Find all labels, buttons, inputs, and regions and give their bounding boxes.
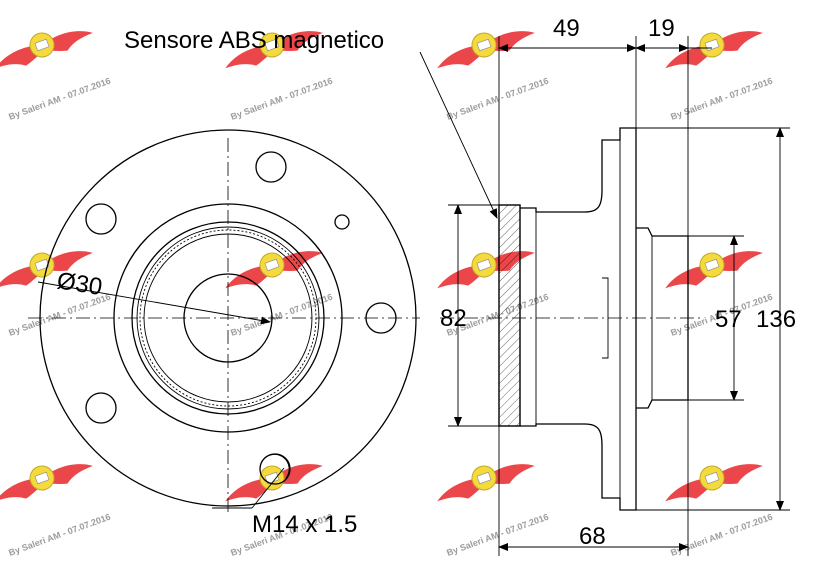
dim-57-label: 57 [715,306,742,333]
dim-136-label: 136 [756,306,796,333]
bolt-hole [85,203,117,235]
bolt-hole [85,392,117,424]
dim-19-label: 19 [648,15,675,42]
watermark-logo [658,448,767,510]
watermark-logo [0,448,97,510]
watermark-layer: By Saleri AM - 07.07.2016 By Saleri AM -… [0,15,774,558]
watermark-text: By Saleri AM - 07.07.2016 [669,512,774,558]
thread-leader [251,467,285,509]
flange-outer-circle [39,129,417,507]
watermark-logo [430,15,539,77]
dim-68-label: 68 [579,523,606,550]
watermark-text: By Saleri AM - 07.07.2016 [7,76,112,122]
watermark-logo [218,448,327,510]
housing-outer-circle [113,203,343,433]
bore-profile [602,277,609,359]
diameter-leader [37,281,271,325]
pilot-profile [636,227,689,409]
watermark-text: By Saleri AM - 07.07.2016 [229,76,334,122]
watermark-text: By Saleri AM - 07.07.2016 [7,512,112,558]
thread-label: M14 x 1.5 [252,511,357,538]
abs-ring-inner [143,233,313,403]
watermark-logo [658,235,767,297]
dim-49-label: 49 [553,15,580,42]
side-view [440,127,700,511]
pin-hole [334,214,350,230]
dim-82-label: 82 [440,305,467,332]
bolt-hole [255,151,287,183]
abs-ring-outer [136,226,320,410]
hub-body-profile [520,127,637,511]
abs-sensor-label: Sensore ABS magnetico [124,27,384,54]
watermark-logo [430,448,539,510]
watermark-logo [658,15,767,77]
housing-ring-outer [131,221,325,415]
watermark-text: By Saleri AM - 07.07.2016 [445,76,550,122]
bolt-hole [365,302,397,334]
watermark-text: By Saleri AM - 07.07.2016 [669,76,774,122]
center-bore-circle [183,273,273,363]
abs-sensor-ring [498,204,521,427]
abs-sensor-leader [419,51,498,219]
front-view: Ø30 M14 x 1.5 [28,129,420,538]
dimensions: 49 19 82 57 136 68 Sensore ABS magnetico [124,15,796,556]
watermark-text: By Saleri AM - 07.07.2016 [445,512,550,558]
watermark-logo [0,15,97,77]
watermark-logo [430,235,539,297]
thread-arc [262,453,290,479]
diameter-label: Ø30 [55,267,104,301]
abs-ring-teeth [139,229,317,407]
watermark-logo [218,235,327,297]
